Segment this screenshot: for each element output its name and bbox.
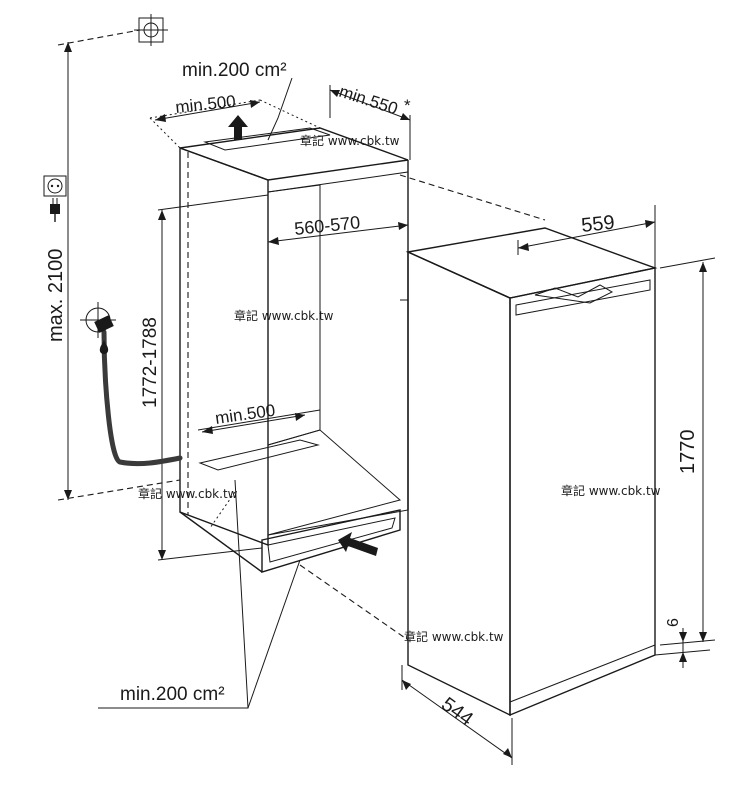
airflow-arrows: [98, 77, 378, 709]
max-height-label: max. 2100: [45, 249, 67, 342]
appliance-width-label: 559: [580, 212, 615, 237]
water-hose: [101, 329, 183, 467]
dimension-lines: [64, 42, 716, 765]
watermark-text: 章記 www.cbk.tw: [561, 483, 661, 498]
watermark-text: 章記 www.cbk.tw: [234, 308, 334, 323]
top-width-label: min.550: [337, 82, 400, 119]
airflow-in-arrow: [338, 532, 378, 556]
top-depth-label: min.500: [174, 92, 236, 117]
reference-lines: [57, 29, 546, 641]
appliance-depth-label: 544: [437, 693, 477, 730]
water-tap-icon: [80, 302, 116, 354]
appliance-height-label: 1770: [677, 430, 699, 475]
watermark-text: 章記 www.cbk.tw: [138, 486, 238, 501]
watermark-text: 章記 www.cbk.tw: [300, 133, 400, 148]
niche-height-label: 1772-1788: [140, 317, 161, 408]
airflow-up-arrow: [228, 115, 248, 140]
top-width-mark: *: [404, 96, 411, 115]
power-plug-icon: [50, 198, 60, 222]
niche-width-label: 560-570: [293, 212, 361, 239]
niche-cabinet: [179, 127, 409, 573]
crosshair-icon: [134, 14, 168, 46]
watermark-text: 章記 www.cbk.tw: [404, 629, 504, 644]
top-vent-label: min.200 cm²: [182, 60, 287, 81]
power-outlet-icon: [43, 175, 67, 197]
bottom-vent-label: min.200 cm²: [120, 684, 225, 705]
floor-depth-label: min.500: [214, 401, 277, 428]
plinth-gap-label: 6: [665, 618, 682, 627]
